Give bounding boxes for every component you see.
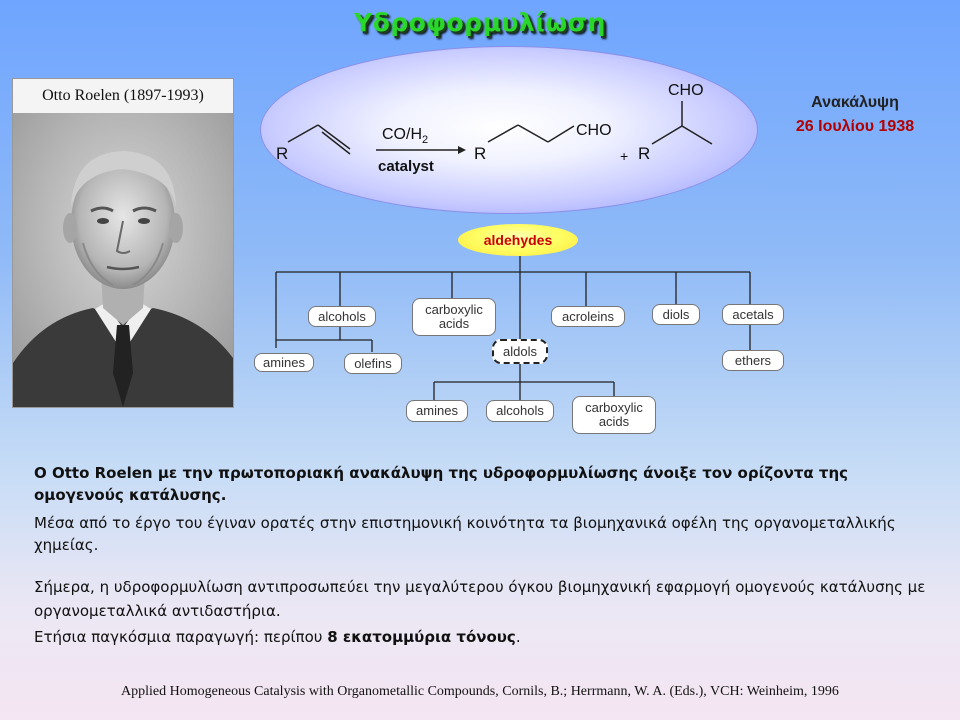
- product2-cho: CHO: [668, 82, 704, 99]
- alcohols-node: alcohols: [308, 306, 376, 327]
- acroleins-node: acroleins: [551, 306, 625, 327]
- aldehydes-node: aldehydes: [458, 224, 578, 256]
- production-prefix: Ετήσια παγκόσμια παραγωγή: περίπου: [34, 628, 328, 646]
- production-suffix: .: [515, 628, 521, 646]
- aldol-carboxylic-acids-node: carboxylic acids: [572, 396, 656, 434]
- reaction-bonds: [287, 101, 713, 155]
- reactant-r: R: [276, 144, 289, 163]
- product1-cho: CHO: [576, 122, 612, 139]
- paragraph-4: Ετήσια παγκόσμια παραγωγή: περίπου 8 εκα…: [34, 628, 934, 646]
- diols-node: diols: [652, 304, 700, 325]
- acetals-node: acetals: [722, 304, 784, 325]
- discovery-date: 26 Ιουλίου 1938: [795, 118, 915, 135]
- paragraph-1: Ο Otto Roelen με την πρωτοποριακή ανακάλ…: [34, 464, 849, 504]
- reagent-subscript: 2: [422, 134, 429, 147]
- reagent-co-h2: CO/H2: [382, 126, 428, 146]
- reagent-top: CO/H: [382, 126, 422, 143]
- product2-r: R: [638, 144, 651, 163]
- photo-caption: Otto Roelen (1897-1993): [42, 87, 204, 104]
- plus-sign: +: [620, 148, 629, 164]
- production-amount: 8 εκατομμύρια τόνους: [327, 628, 516, 646]
- aldol-amines-node: amines: [406, 400, 468, 422]
- discovery-info: Ανακάλυψη 26 Ιουλίου 1938: [770, 94, 940, 136]
- amines-node: amines: [254, 353, 314, 372]
- ethers-node: ethers: [722, 350, 784, 371]
- reagent-catalyst: catalyst: [378, 158, 434, 175]
- portrait-photo: Otto Roelen (1897-1993): [12, 78, 234, 408]
- product1-r: R: [474, 144, 487, 163]
- slide-title: Υδροφορμυλίωση: [354, 8, 606, 37]
- reference-citation: Applied Homogeneous Catalysis with Organ…: [121, 684, 839, 699]
- discovery-label: Ανακάλυψη: [811, 94, 899, 111]
- portrait-image: [13, 113, 233, 407]
- olefins-node: olefins: [344, 353, 402, 374]
- carboxylic-acids-node: carboxylic acids: [412, 298, 496, 336]
- paragraph-3: Σήμερα, η υδροφορμυλίωση αντιπροσωπεύει …: [34, 578, 926, 620]
- aldol-alcohols-node: alcohols: [486, 400, 554, 422]
- paragraph-2: Μέσα από το έργο του έγιναν ορατές στην …: [34, 514, 896, 554]
- aldols-node: aldols: [492, 339, 548, 364]
